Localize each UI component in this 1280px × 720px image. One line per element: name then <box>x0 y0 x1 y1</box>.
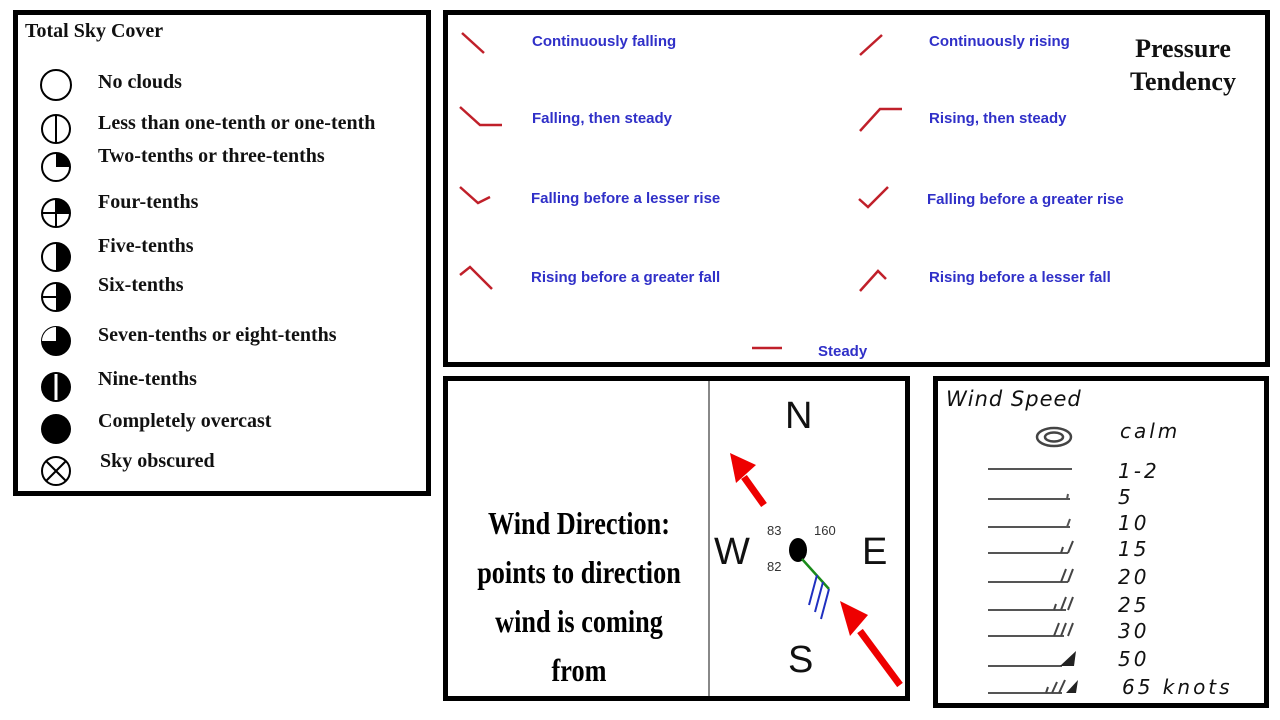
sky-cover-item: Two-tenths or three-tenths <box>18 145 418 185</box>
temperature-value: 83 <box>767 523 782 538</box>
pressure-tendency-panel: Pressure Tendency Continuously falling F… <box>443 10 1270 367</box>
sky-one-tenth-icon <box>41 114 71 144</box>
sky-cover-title: Total Sky Cover <box>25 20 164 42</box>
compass-east: E <box>862 531 888 573</box>
station-circle-icon <box>789 538 807 562</box>
continuously-rising-icon <box>859 34 883 56</box>
wind-speed-item: 20 <box>938 565 1268 591</box>
wind-staff-icon <box>801 558 830 590</box>
sky-obscured-icon <box>41 456 71 486</box>
wind-direction-panel: Wind Direction: points to direction wind… <box>443 376 910 701</box>
sky-clear-icon <box>40 69 72 101</box>
wind-speed-item: 10 <box>938 511 1268 537</box>
wind-speed-item: calm <box>938 419 1268 449</box>
wind-direction-caption: Wind Direction: points to direction wind… <box>477 505 681 688</box>
rising-lesser-fall-icon <box>859 269 887 292</box>
compass-north: N <box>785 395 813 437</box>
sky-cover-item: Less than one-tenth or one-tenth <box>18 111 418 147</box>
sky-cover-panel: Total Sky Cover No clouds Less than one-… <box>13 10 431 496</box>
falling-lesser-rise-icon <box>459 186 491 205</box>
wind-direction-arrow-icon <box>730 453 767 508</box>
wind-50-icon <box>988 651 1076 667</box>
rising-then-steady-icon <box>859 107 902 132</box>
wind-5-icon <box>988 493 1070 500</box>
falling-greater-rise-icon <box>858 186 889 209</box>
sky-cover-item: Six-tenths <box>18 274 418 315</box>
sky-six-tenths-icon <box>41 282 71 312</box>
calm-icon <box>1035 426 1073 448</box>
dewpoint-value: 82 <box>767 559 782 574</box>
sky-cover-item: Sky obscured <box>18 450 418 489</box>
pressure-value: 160 <box>814 523 836 538</box>
wind-1-2-icon <box>988 468 1072 470</box>
wind-speed-panel: Wind Speed calm 1-2 5 10 15 20 25 30 50 … <box>933 376 1269 708</box>
wind-speed-item: 5 <box>938 485 1268 511</box>
wind-15-icon <box>988 540 1074 554</box>
falling-then-steady-icon <box>459 106 502 127</box>
wind-20-icon <box>988 568 1074 583</box>
sky-cover-item: Nine-tenths <box>18 368 418 405</box>
wind-speed-item: 15 <box>938 537 1268 563</box>
panel-divider <box>708 381 710 696</box>
wind-speed-item: 65 knots <box>938 675 1268 701</box>
pressure-tendency-title: Pressure Tendency <box>1130 34 1236 96</box>
sky-quarter-icon <box>41 152 71 182</box>
wind-65-icon <box>988 679 1078 694</box>
sky-three-quarter-icon <box>41 326 71 356</box>
wind-10-icon <box>988 518 1071 528</box>
wind-speed-item: 50 <box>938 647 1268 673</box>
sky-cover-item: Seven-tenths or eight-tenths <box>18 323 418 359</box>
sky-cover-item: Completely overcast <box>18 410 418 447</box>
sky-half-icon <box>41 242 71 272</box>
sky-cover-item: Five-tenths <box>18 235 418 275</box>
compass-south: S <box>788 639 814 681</box>
sky-four-tenths-icon <box>41 198 71 228</box>
rising-greater-fall-icon <box>459 265 493 290</box>
station-model-diagram <box>730 453 903 688</box>
wind-speed-title: Wind Speed <box>946 387 1082 411</box>
wind-25-icon <box>988 596 1074 611</box>
sky-cover-item: Four-tenths <box>18 191 418 231</box>
sky-cover-item: No clouds <box>18 67 418 103</box>
steady-icon <box>752 346 782 350</box>
sky-overcast-icon <box>41 414 71 444</box>
wind-speed-item: 30 <box>938 619 1268 645</box>
sky-nine-tenths-icon <box>41 372 71 402</box>
wind-speed-item: 25 <box>938 593 1268 619</box>
wind-30-icon <box>988 622 1074 637</box>
wind-source-arrow-icon <box>840 601 903 688</box>
wind-speed-item: 1-2 <box>938 459 1268 485</box>
continuously-falling-icon <box>461 32 485 54</box>
compass-west: W <box>714 531 750 573</box>
